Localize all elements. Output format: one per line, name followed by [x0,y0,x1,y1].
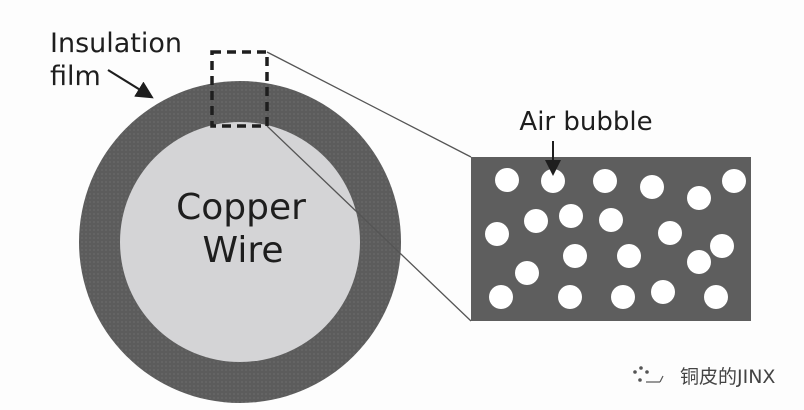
air-bubble [485,222,509,246]
air-bubble [541,169,565,193]
core-label-line1: Copper [176,187,306,228]
insulation-arrow [107,69,154,99]
watermark-text: 铜皮的JINX [680,366,775,388]
air-bubble-label: Air bubble [519,107,652,137]
air-bubble [524,209,548,233]
zoom-region-box [210,50,269,128]
watermark: 铜皮的JINX [633,366,775,388]
air-bubble [687,186,711,210]
copper-wire-core [120,122,360,362]
air-bubble [558,285,582,309]
air-bubble [722,169,746,193]
air-bubble [687,250,711,274]
air-bubble [710,234,734,258]
air-bubble [704,285,728,309]
core-label-line2: Wire [203,230,284,271]
air-bubble [611,285,635,309]
insulation-label-line2: film [50,61,101,92]
air-bubble [489,285,513,309]
air-bubble [617,244,641,268]
zoom-connector-bottom [266,125,472,322]
air-bubble [599,208,623,232]
air-bubble [495,168,519,192]
air-bubble [563,244,587,268]
air-bubble [651,280,675,304]
air-bubble [658,221,682,245]
insulation-label-line1: Insulation [50,28,182,59]
wechat-logo-icon [633,366,664,383]
air-bubble [559,204,583,228]
zoom-connector-top [266,51,472,158]
air-bubble [593,169,617,193]
air-bubble [515,261,539,285]
air-bubble [640,175,664,199]
